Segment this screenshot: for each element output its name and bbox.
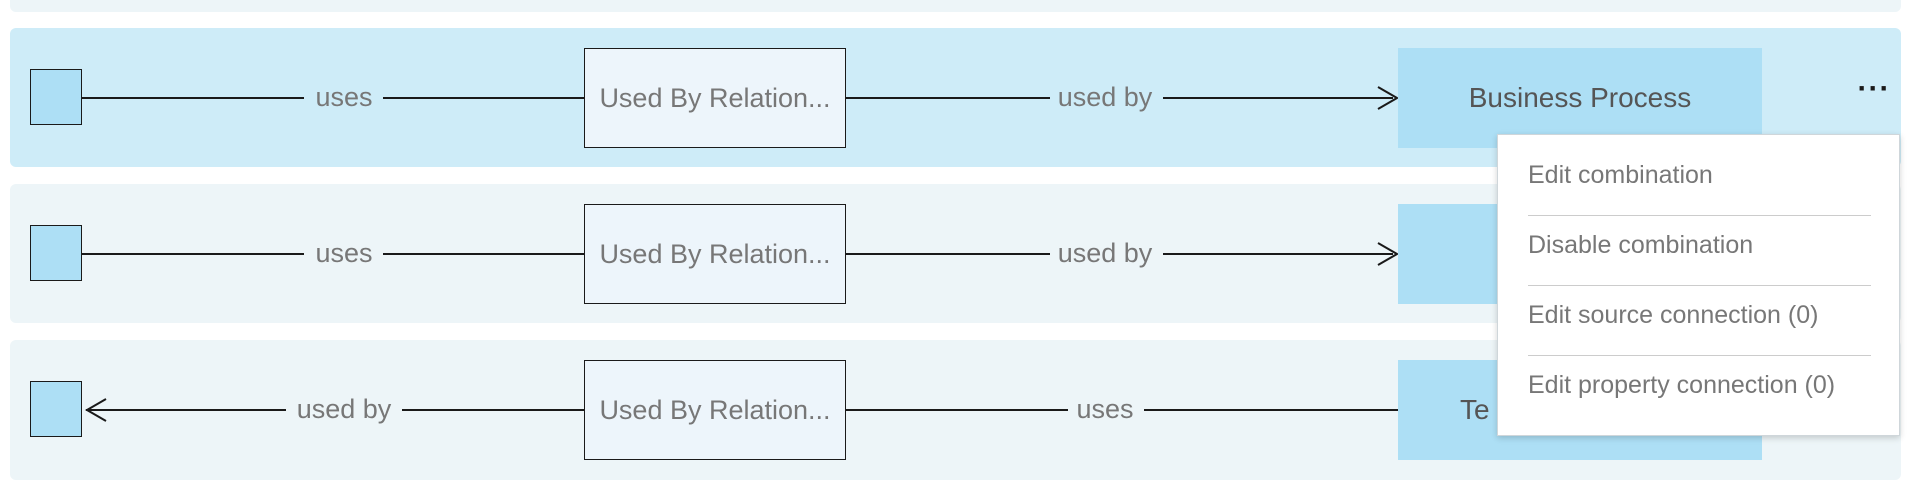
connector-line [86,409,286,411]
target-relation-label: used by [1057,238,1153,268]
arrow-right-icon [1377,242,1399,266]
menu-divider [1528,215,1871,216]
menu-item-edit-source-connection[interactable]: Edit source connection (0) [1528,301,1819,329]
menu-divider [1528,355,1871,356]
relation-box[interactable]: Used By Relation... [584,204,846,304]
source-element-box[interactable] [30,381,82,437]
arrow-right-icon [1377,86,1399,110]
connector-line [82,97,304,99]
connector-line [846,409,1068,411]
target-relation-label: used by [1057,82,1153,112]
relation-box[interactable]: Used By Relation... [584,360,846,460]
source-element-box[interactable] [30,225,82,281]
connector-line [383,97,584,99]
connector-line [383,253,584,255]
menu-item-disable-combination[interactable]: Disable combination [1528,231,1754,259]
source-element-box[interactable] [30,69,82,125]
target-element-box[interactable]: Business Process [1398,48,1762,148]
combination-row-partial [10,0,1901,12]
source-relation-label: used by [296,394,392,424]
menu-item-edit-combination[interactable]: Edit combination [1528,161,1713,189]
connector-line [1163,253,1393,255]
source-relation-label: uses [315,238,373,268]
more-options-button[interactable]: ··· [1857,72,1891,105]
connector-line [846,97,1050,99]
menu-item-edit-property-connection[interactable]: Edit property connection (0) [1528,371,1836,399]
connector-line [1144,409,1398,411]
connector-line [82,253,304,255]
menu-divider [1528,285,1871,286]
relation-box[interactable]: Used By Relation... [584,48,846,148]
connector-line [402,409,584,411]
source-relation-label: uses [315,82,373,112]
connector-line [846,253,1050,255]
connector-line [1163,97,1393,99]
context-menu: Edit combination Disable combination Edi… [1497,134,1900,436]
target-relation-label: uses [1076,394,1134,424]
